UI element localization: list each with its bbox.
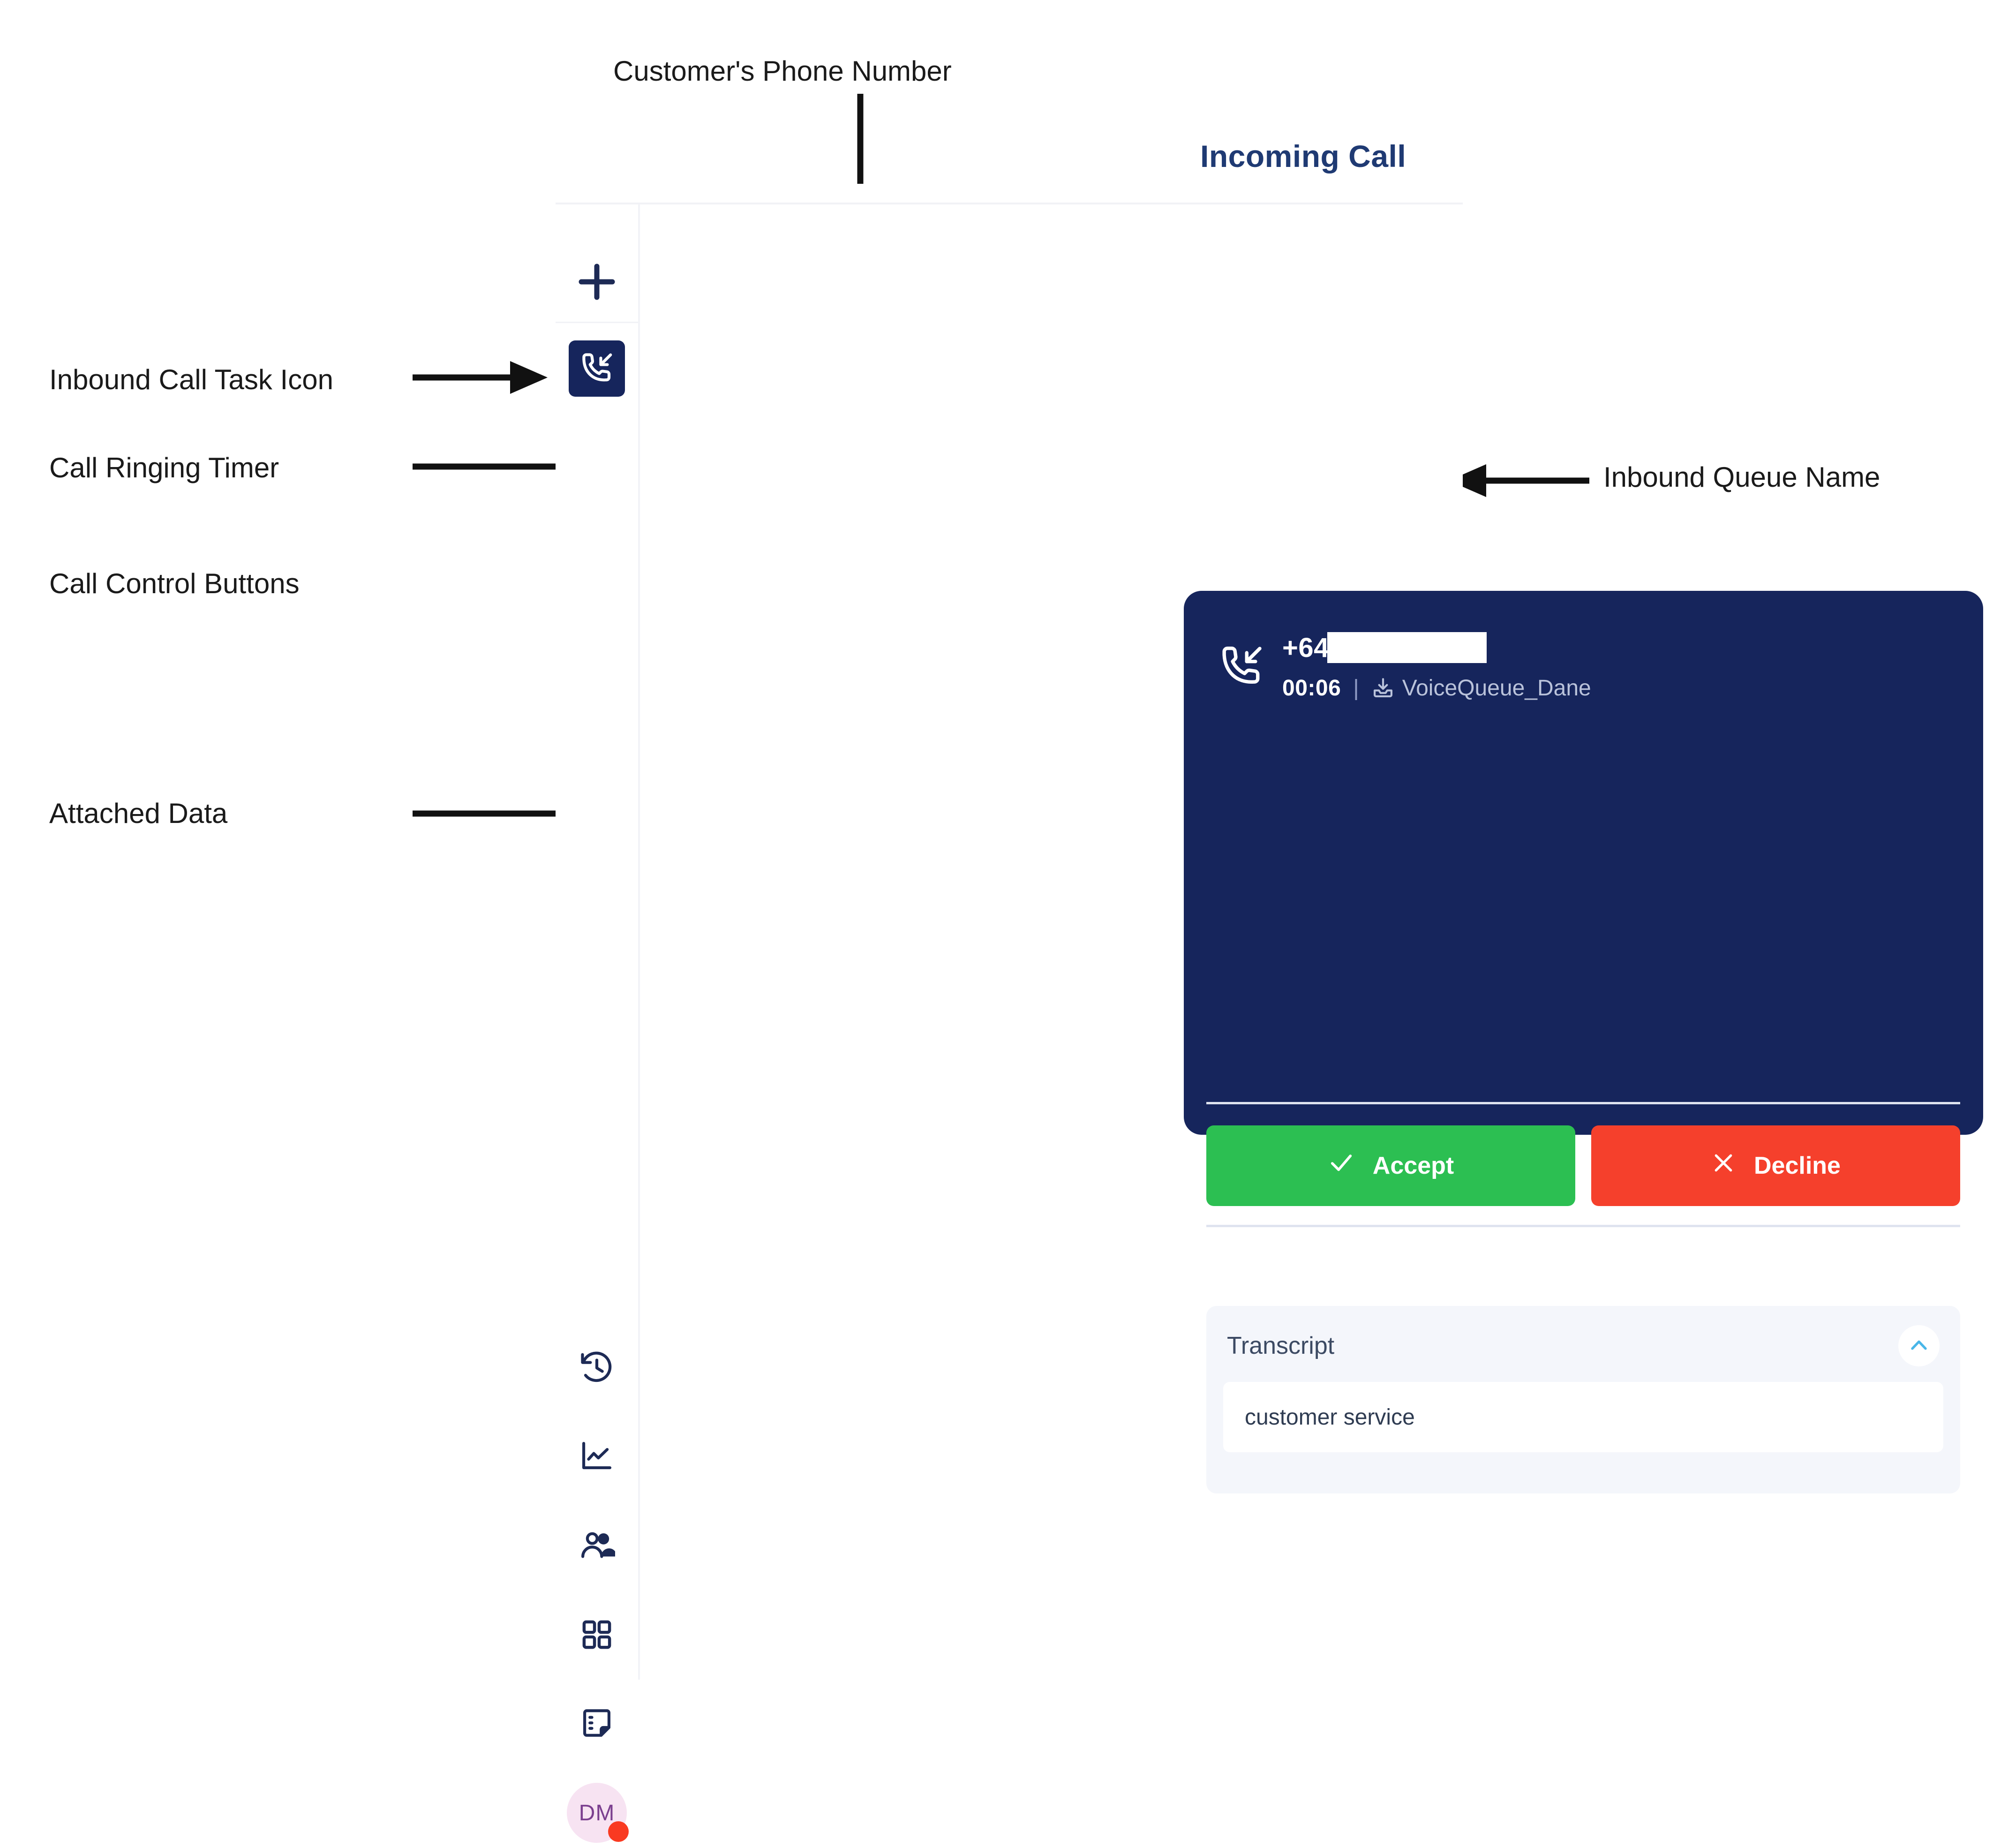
transcript-header: Transcript — [1227, 1325, 1940, 1367]
inbound-queue-icon — [1371, 676, 1395, 700]
decline-button[interactable]: Decline — [1591, 1125, 1960, 1206]
check-icon — [1328, 1149, 1355, 1183]
app-window: DM +64 00:06 | — [556, 184, 1983, 1843]
transcript-value: customer service — [1245, 1404, 1415, 1430]
add-task-button[interactable] — [556, 242, 638, 323]
inbound-queue-name: VoiceQueue_Dane — [1402, 675, 1591, 701]
sidebar-item-inbound-call-task[interactable] — [556, 331, 638, 406]
annotation-label-call-control-buttons: Call Control Buttons — [49, 568, 300, 599]
chevron-up-icon — [1907, 1333, 1931, 1359]
annotation-label-attached-data: Attached Data — [49, 798, 228, 829]
notes-icon — [579, 1706, 614, 1741]
sidebar-item-notes[interactable] — [556, 1693, 638, 1754]
call-meta-row: 00:06 | VoiceQueue_Dane — [1282, 671, 1956, 704]
sidebar-item-teams[interactable] — [556, 1515, 638, 1576]
sidebar-item-analytics[interactable] — [556, 1426, 638, 1487]
decline-button-label: Decline — [1754, 1152, 1841, 1179]
meta-separator: | — [1353, 675, 1359, 701]
call-card-header: +64 00:06 | VoiceQueue_Dane — [1206, 627, 1956, 717]
apps-grid-icon — [579, 1617, 614, 1652]
call-ringing-timer: 00:06 — [1282, 675, 1341, 701]
sidebar-item-apps[interactable] — [556, 1604, 638, 1665]
attached-data-name-label: Name: — [1206, 1252, 1273, 1277]
card-divider-bottom — [1206, 1225, 1960, 1227]
caller-phone-row: +64 — [1282, 627, 1956, 668]
annotation-label-inbound-queue-name: Inbound Queue Name — [1603, 461, 1880, 493]
incoming-call-card: +64 00:06 | VoiceQueue_Dane — [1184, 591, 1983, 1493]
analytics-line-chart-icon — [579, 1438, 615, 1475]
header-divider — [556, 203, 1463, 204]
inbound-call-icon — [569, 340, 625, 397]
transcript-value-box[interactable]: customer service — [1223, 1382, 1943, 1452]
phone-number-redaction — [1327, 632, 1487, 663]
accept-button-label: Accept — [1372, 1152, 1454, 1179]
sidebar-item-history[interactable] — [556, 1337, 638, 1398]
page-title: Incoming Call — [1200, 139, 1406, 173]
transcript-title: Transcript — [1227, 1332, 1335, 1359]
teams-people-icon — [579, 1527, 615, 1564]
annotation-arrow-inbound-call-task-icon — [413, 359, 549, 396]
annotation-label-call-ringing-timer: Call Ringing Timer — [49, 452, 279, 483]
annotation-label-customer-phone-number: Customer's Phone Number — [613, 55, 952, 87]
transcript-collapse-button[interactable] — [1898, 1325, 1940, 1366]
annotation-label-inbound-call-task-icon: Inbound Call Task Icon — [49, 364, 333, 395]
status-badge — [608, 1821, 629, 1842]
plus-icon — [577, 262, 617, 302]
call-control-buttons: Accept Decline — [1206, 1125, 1960, 1206]
card-divider-top — [1206, 1102, 1960, 1104]
attached-data-transcript-panel: Transcript customer service — [1206, 1306, 1960, 1493]
left-icon-rail: DM — [556, 204, 640, 1843]
avatar[interactable]: DM — [556, 1778, 638, 1848]
annotation-arrow-inbound-queue-name — [1449, 462, 1589, 499]
close-icon — [1711, 1150, 1736, 1182]
history-icon — [579, 1349, 615, 1386]
inbound-call-icon — [1206, 627, 1277, 691]
caller-phone-number: +64 — [1282, 632, 1329, 663]
accept-button[interactable]: Accept — [1206, 1125, 1575, 1206]
